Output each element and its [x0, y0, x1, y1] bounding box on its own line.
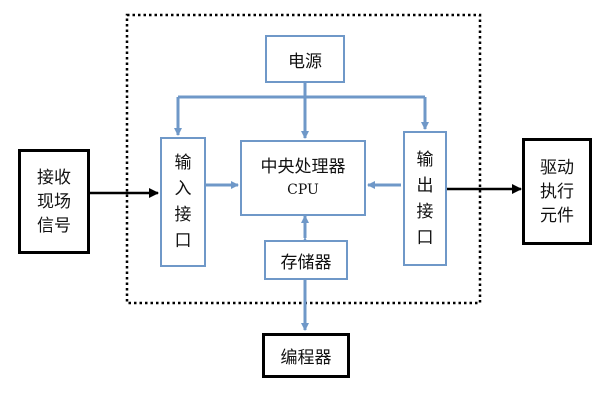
cpu-subtitle: CPU: [287, 182, 319, 198]
power-label: 电源: [288, 51, 322, 72]
field-signal-box: 接收 现场 信号: [18, 149, 90, 254]
cpu-title: 中央处理器: [260, 157, 346, 177]
input-interface-char: 接: [174, 205, 192, 225]
input-interface-char: 输: [174, 153, 192, 173]
output-interface-char: 口: [416, 227, 434, 248]
field-signal-line: 信号: [37, 215, 71, 236]
actuator-line: 驱动: [540, 157, 574, 178]
field-signal-line: 现场: [37, 191, 71, 212]
output-interface-char: 输: [416, 149, 434, 170]
programmer-box: 编程器: [262, 333, 350, 378]
actuator-box: 驱动 执行 元件: [522, 138, 592, 245]
plc-dotted-frame: [125, 13, 482, 305]
actuator-line: 执行: [540, 181, 574, 202]
output-interface-char: 出: [416, 175, 434, 196]
output-interface-box: 输 出 接 口: [403, 131, 447, 266]
output-interface-char: 接: [416, 201, 434, 222]
cpu-box: 中央处理器 CPU: [240, 140, 366, 216]
memory-box: 存储器: [264, 240, 348, 280]
input-interface-char: 入: [174, 179, 192, 199]
memory-label: 存储器: [280, 252, 332, 273]
input-interface-char: 口: [174, 231, 192, 251]
input-interface-box: 输 入 接 口: [160, 137, 206, 267]
actuator-line: 元件: [540, 205, 574, 226]
power-box: 电源: [265, 35, 345, 83]
field-signal-line: 接收: [37, 167, 71, 188]
programmer-label: 编程器: [280, 348, 332, 368]
